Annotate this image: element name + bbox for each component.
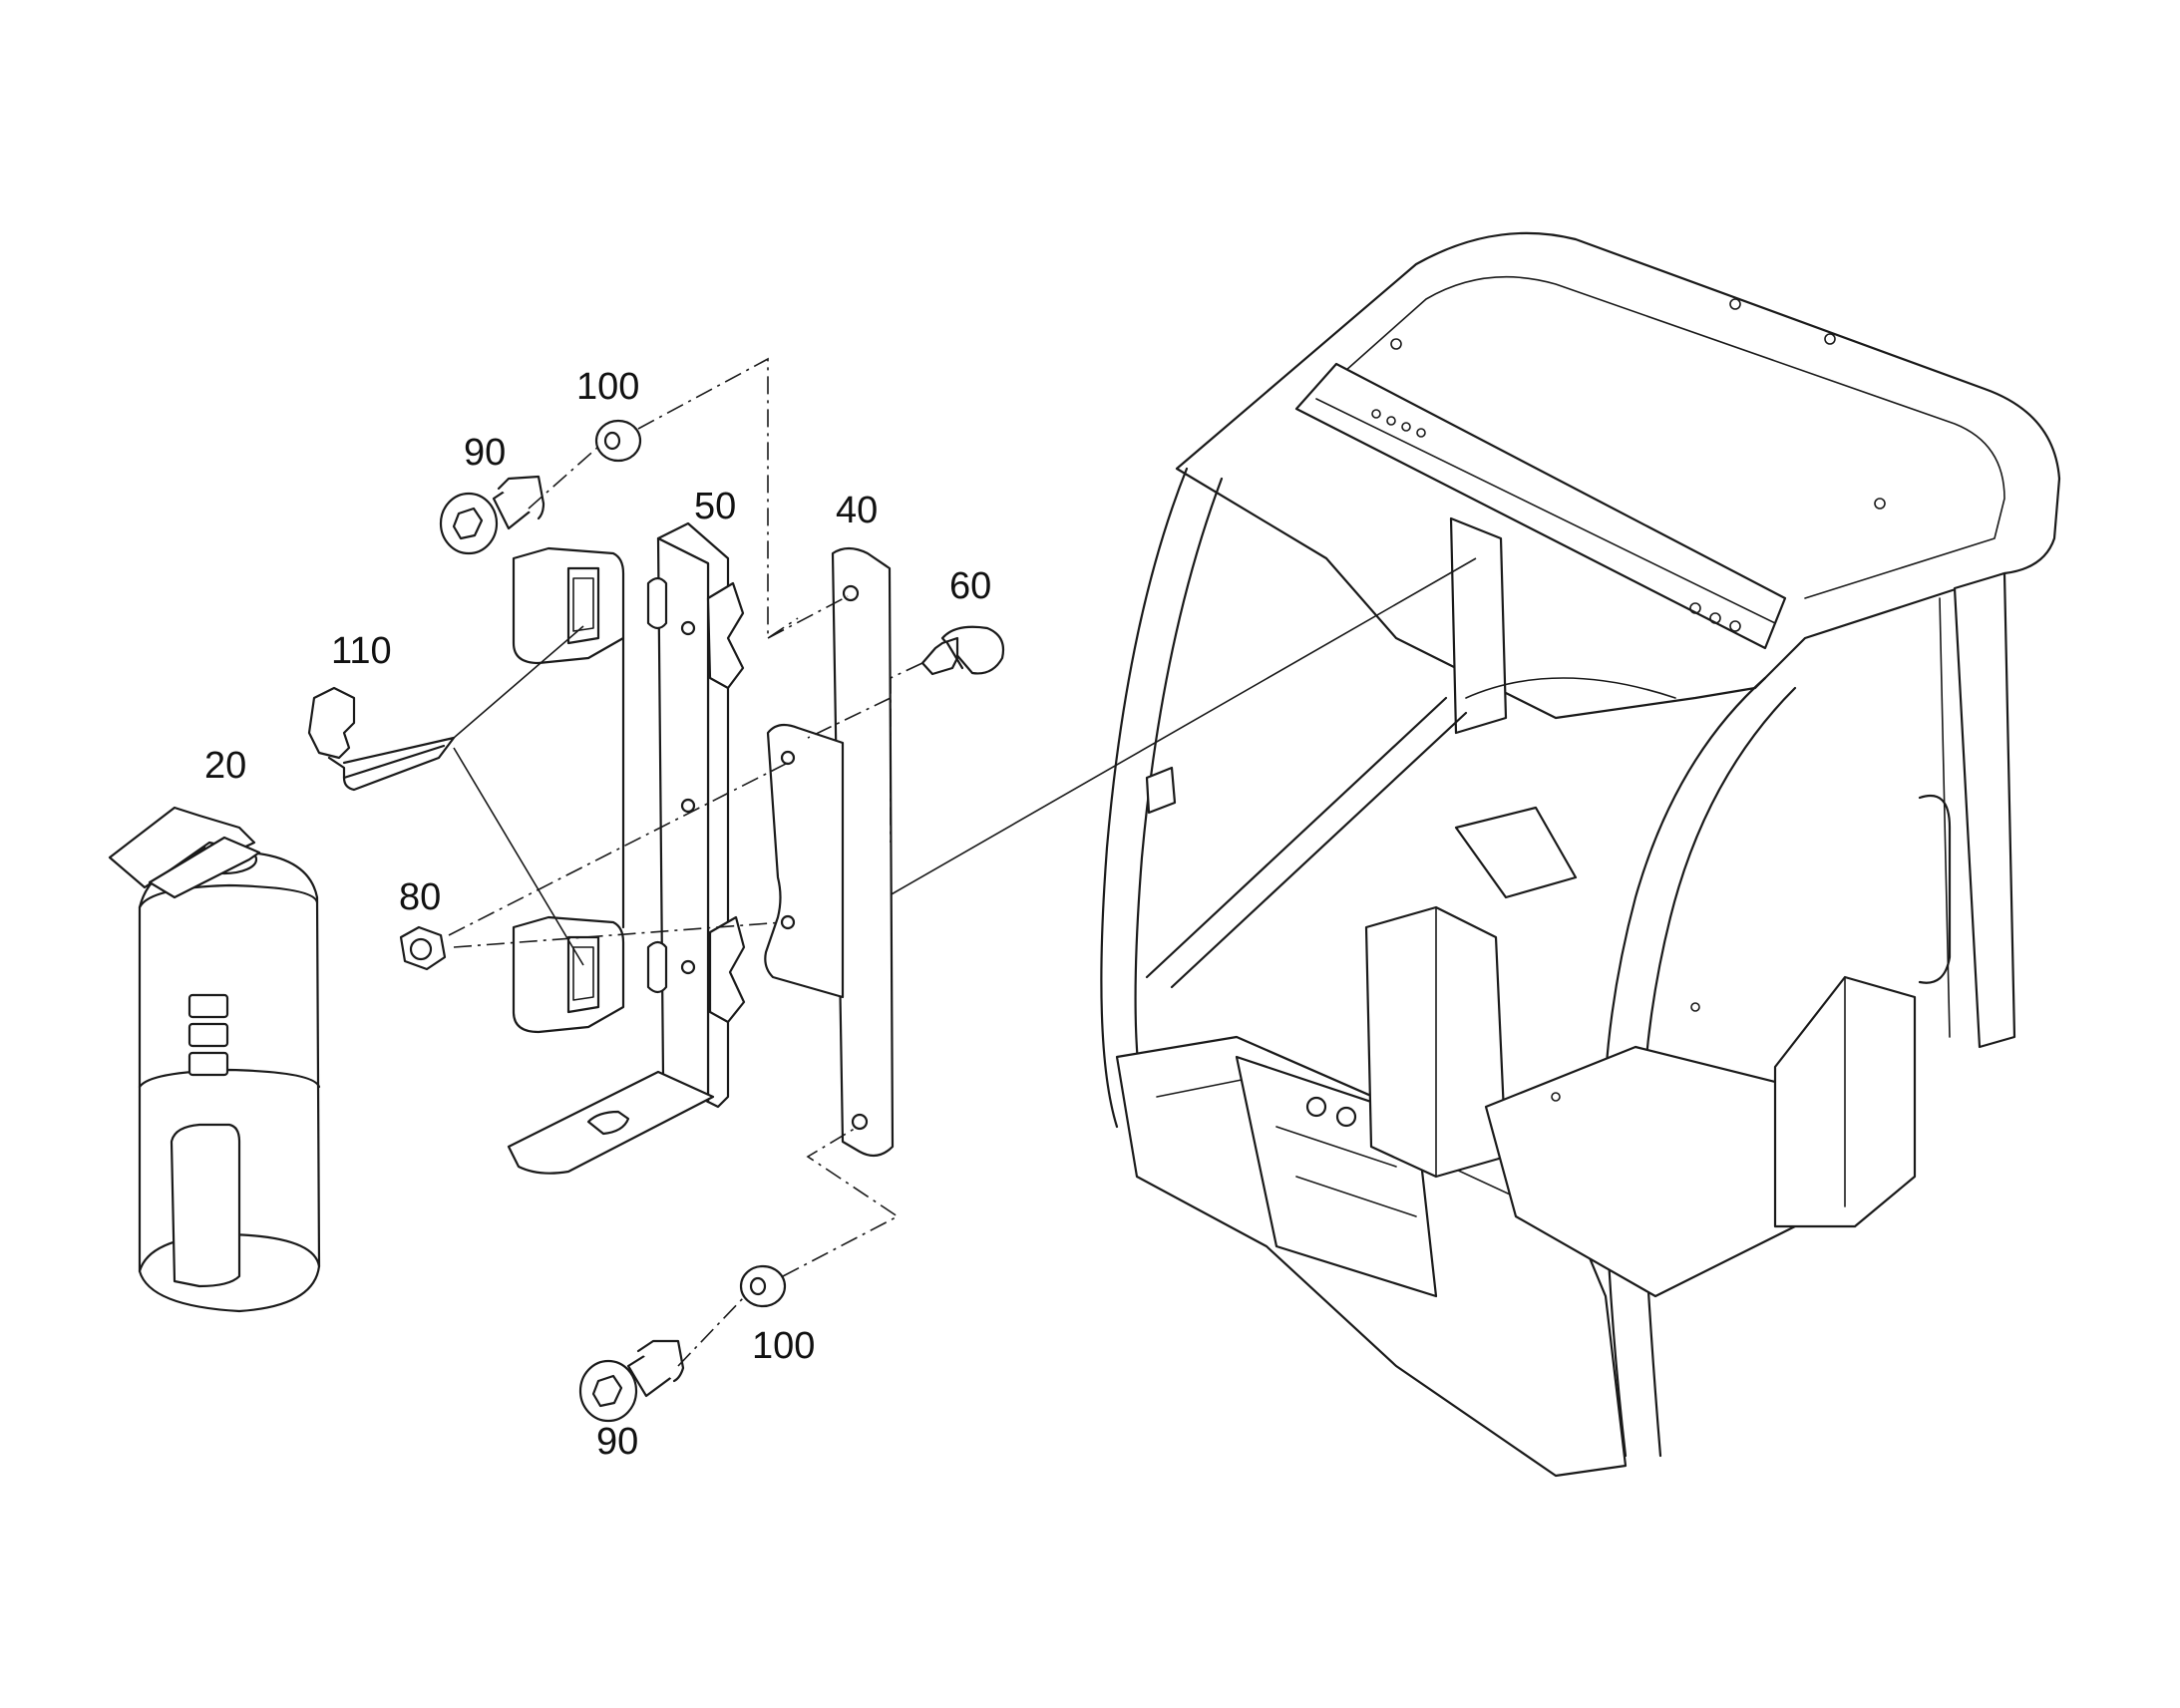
leader-110b [453,747,584,966]
mounting-plate-40 [764,546,895,1158]
extinguisher-20 [108,806,321,1313]
assembly-line-80 [448,762,789,948]
screw-90-top [439,475,545,555]
nut-80 [399,925,447,971]
leader-40-to-cab [889,557,1477,896]
callout-90-bottom: 90 [596,1421,638,1463]
callout-40: 40 [836,490,878,531]
callout-60: 60 [949,565,991,607]
assembly-line-60 [807,662,923,843]
callout-100-bottom: 100 [752,1325,815,1367]
assembly-line-bottom [677,1126,900,1367]
bracket-50 [507,521,746,1175]
callout-90-top: 90 [464,432,506,474]
callout-20: 20 [204,745,246,787]
callout-50: 50 [694,486,736,527]
screw-60 [920,625,1005,676]
callout-100-top: 100 [576,366,639,408]
callout-110: 110 [331,630,392,672]
assembly-line-top [528,357,849,640]
cab-frame [1100,231,2061,1478]
washer-100-top [594,419,642,463]
leader-110 [453,625,584,739]
strap-110 [307,686,456,792]
screw-90-bottom [578,1339,685,1423]
washer-100-bottom [739,1264,787,1308]
callout-80: 80 [399,876,441,918]
